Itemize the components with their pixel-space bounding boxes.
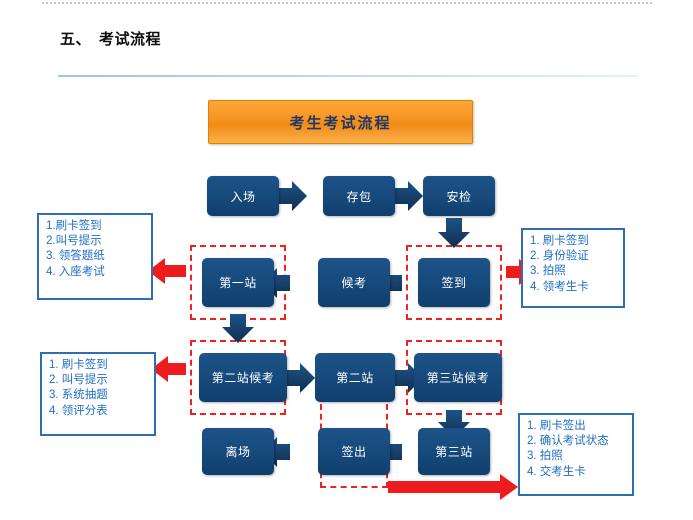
red-arrow-to-right-bottom-callout [388,474,518,500]
top-dashed-divider [42,2,652,4]
node-houkao[interactable]: 候考 [318,258,390,307]
node-anjian-label: 安检 [446,189,472,204]
node-disanzhan-houkao[interactable]: 第三站候考 [414,353,502,402]
node-qiandao-label: 签到 [441,276,467,290]
node-dierzhan-label: 第二站 [336,371,374,385]
arrow-ruchang-to-cunbao [279,181,307,211]
node-ruchang[interactable]: 入场 [207,176,279,216]
node-houkao-label: 候考 [341,276,367,290]
node-qianchu-label: 签出 [341,445,367,459]
node-disanzhan-label: 第三站 [435,445,473,459]
diagram-banner-label: 考生考试流程 [289,114,392,132]
callout-second-station: 1. 刷卡签到 2. 叫号提示 3. 系统抽题 4. 领评分表 [40,352,156,436]
node-diyizhan[interactable]: 第一站 [202,258,274,307]
node-anjian[interactable]: 安检 [423,176,495,216]
node-disanzhan[interactable]: 第三站 [418,428,490,475]
node-lichang[interactable]: 离场 [202,428,274,475]
node-dierzhan-houkao-label: 第二站候考 [211,371,275,385]
node-dierzhan[interactable]: 第二站 [315,353,395,402]
arrow-cunbao-to-anjian [395,181,423,211]
callout-checkout: 1. 刷卡签出 2. 确认考试状态 3. 拍照 4. 交考生卡 [518,413,634,496]
diagram-banner: 考生考试流程 [208,100,473,144]
page-title: 五、 考试流程 [60,31,162,48]
callout-first-station: 1.刷卡签到 2.叫号提示 3. 领答题纸 4. 入座考试 [37,213,153,300]
node-cunbao-label: 存包 [346,189,372,204]
node-cunbao[interactable]: 存包 [323,176,395,216]
node-qiandao[interactable]: 签到 [418,258,490,307]
node-lichang-label: 离场 [225,445,251,459]
red-arrow-to-left-bottom-callout [151,356,186,382]
arrow-dierzhan-houkao-to-dierzhan [287,363,315,393]
arrow-anjian-to-qiandao [438,218,470,248]
node-disanzhan-houkao-label: 第三站候考 [426,371,490,385]
node-qianchu[interactable]: 签出 [318,428,390,475]
callout-checkin: 1. 刷卡签到 2. 身份验证 3. 拍照 4. 领考生卡 [521,228,625,308]
node-diyizhan-label: 第一站 [219,276,257,290]
title-underline-divider [58,75,638,77]
node-dierzhan-houkao[interactable]: 第二站候考 [199,353,287,402]
node-ruchang-label: 入场 [230,189,256,204]
red-arrow-to-left-top-callout [148,258,186,284]
